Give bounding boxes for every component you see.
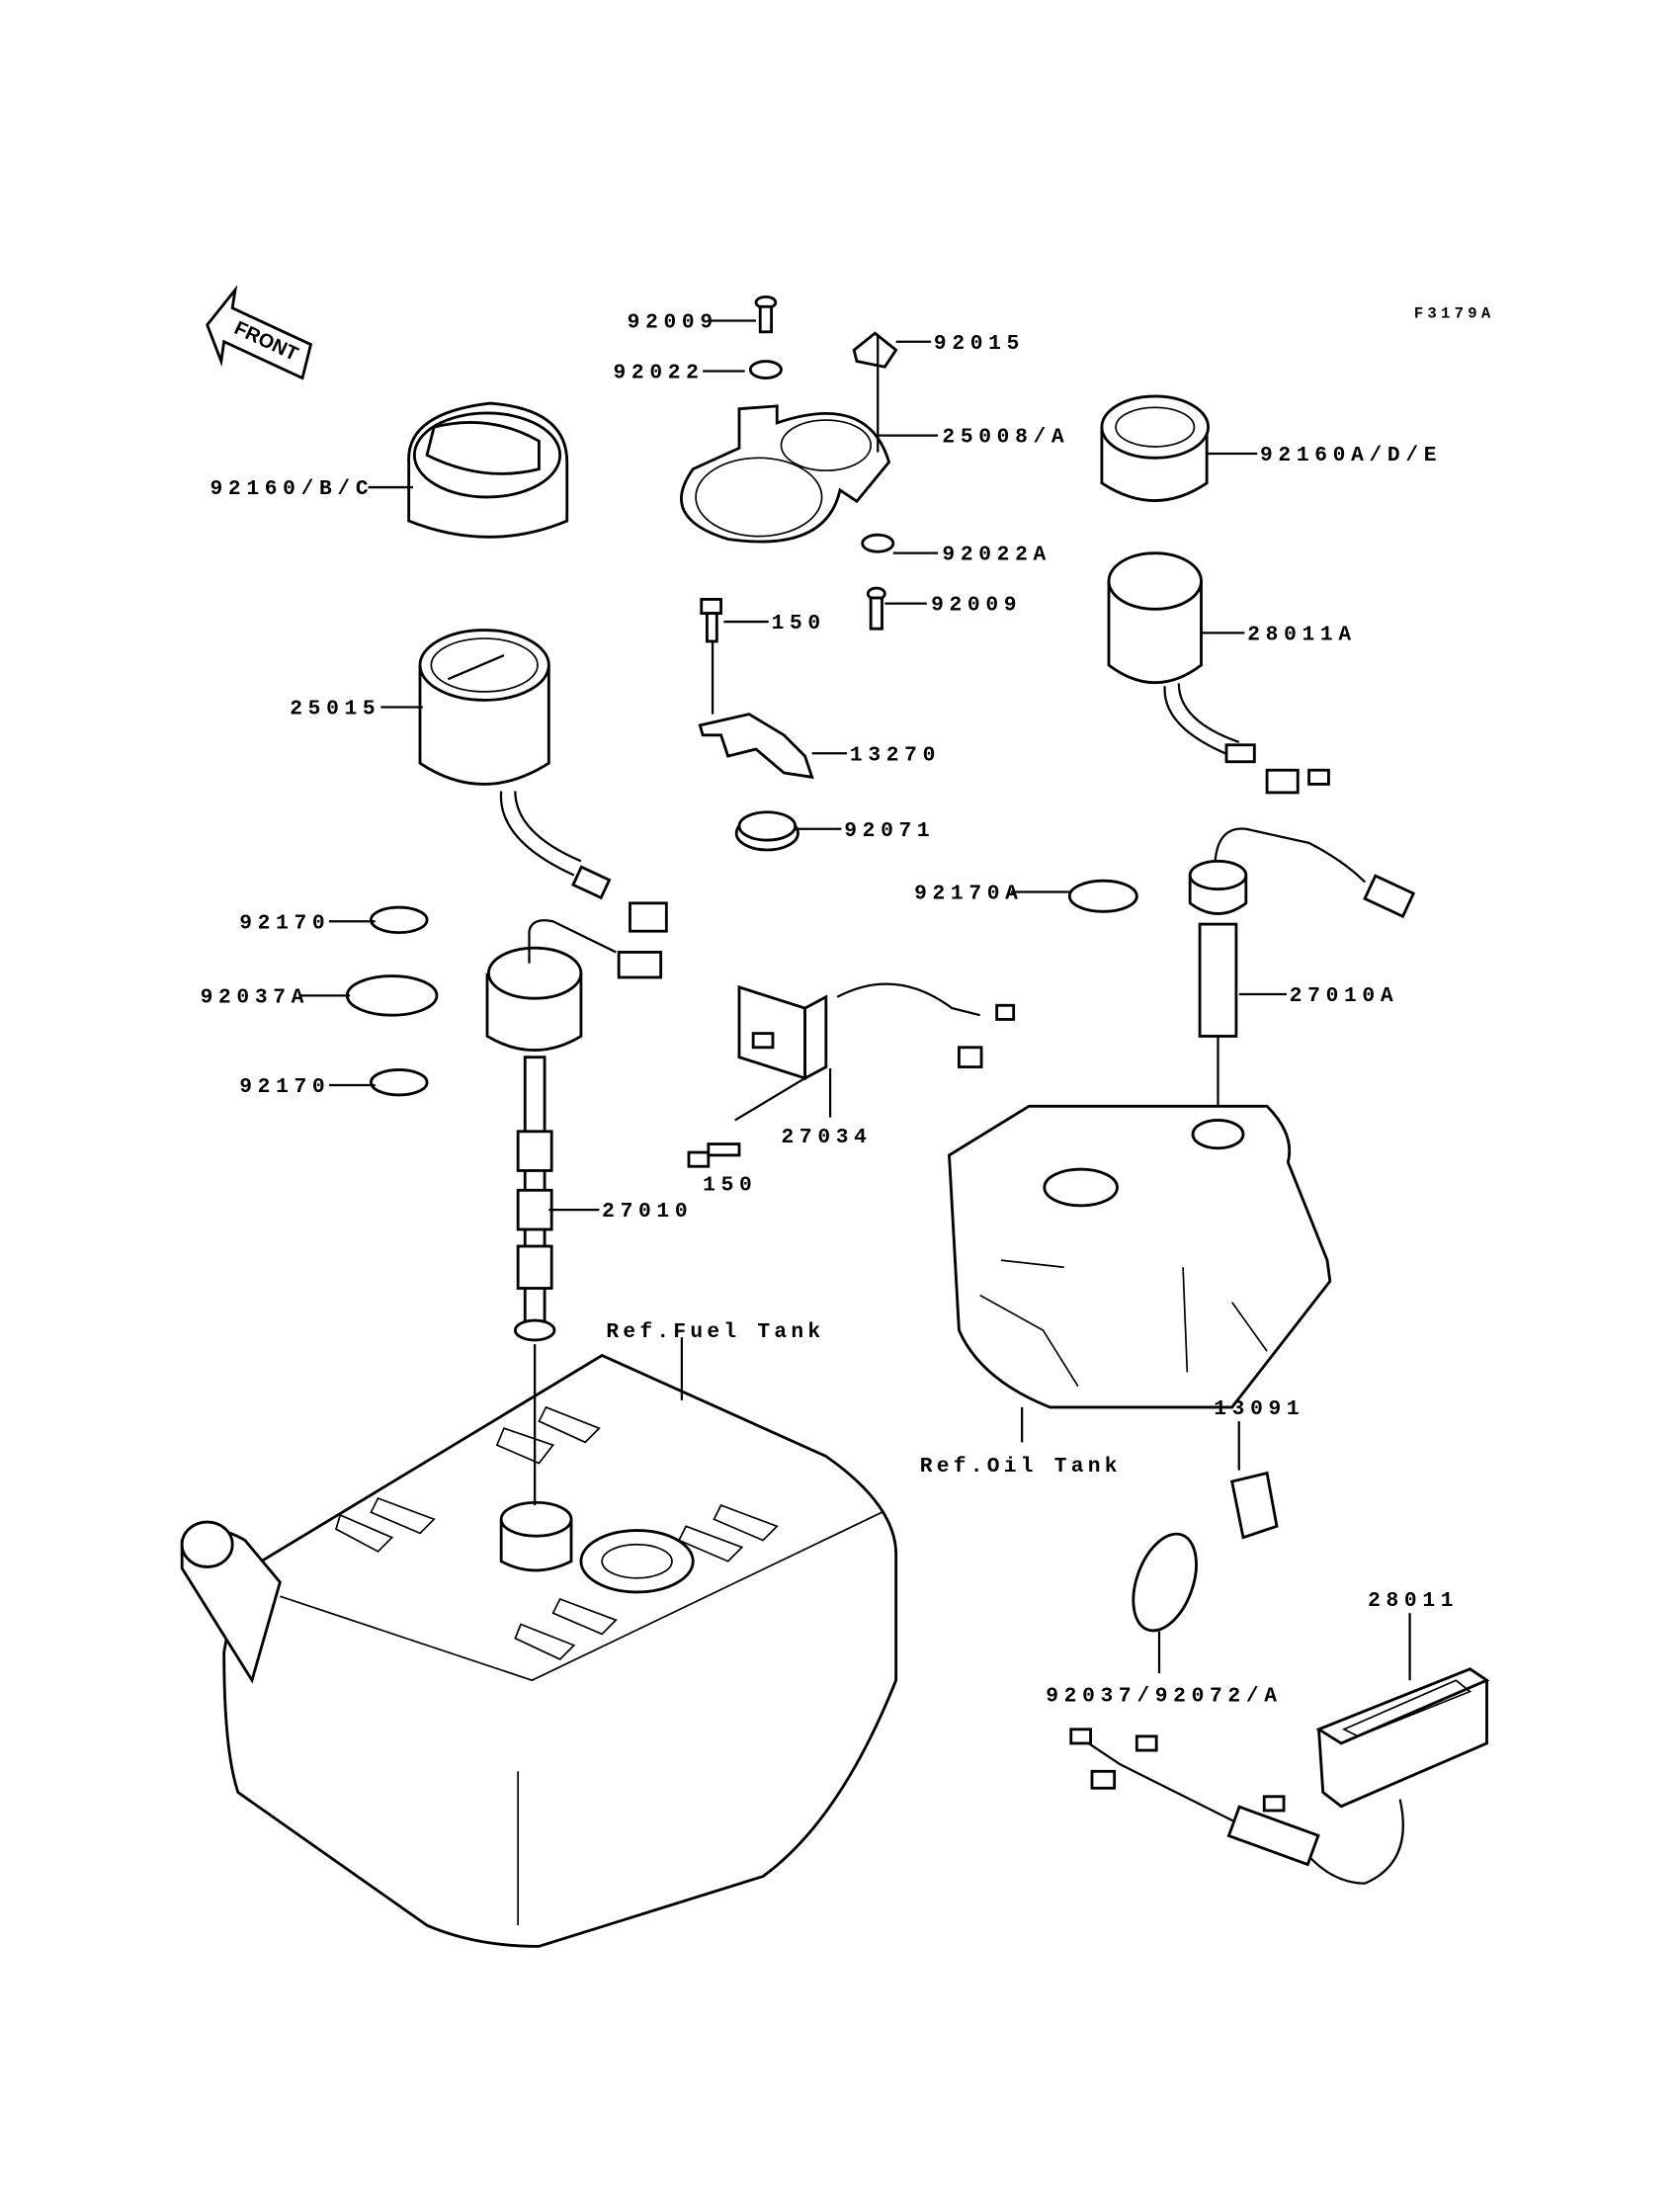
label-150-b: 150 — [703, 1173, 757, 1197]
band-92037-92072-a — [1132, 1532, 1198, 1633]
label-92170a: 92170A — [914, 883, 1024, 906]
label-13270: 13270 — [850, 743, 941, 767]
bolt-150 — [700, 597, 723, 643]
clamp-92170-b — [370, 1068, 429, 1097]
meter-28011 — [1069, 1667, 1490, 1885]
label-27034: 27034 — [782, 1126, 873, 1149]
label-92015: 92015 — [934, 332, 1025, 356]
relay-27034 — [737, 982, 1016, 1081]
screw-92009-b — [866, 586, 886, 631]
meter-cover-92160a-d-e — [1100, 394, 1210, 502]
washer-92022a — [861, 533, 895, 553]
label-ref-fuel-tank: Ref.Fuel Tank — [606, 1320, 824, 1344]
fuel-sender-27010 — [485, 919, 663, 1342]
screw-92009 — [754, 295, 778, 334]
label-92022a: 92022A — [942, 544, 1051, 567]
leader-lines — [300, 319, 1411, 1681]
part-13091 — [1230, 1471, 1279, 1540]
label-92160a-d-e: 92160A/D/E — [1260, 444, 1442, 467]
figure-code: F3179A — [1414, 305, 1495, 323]
label-92009-b: 92009 — [931, 594, 1022, 618]
washer-92022 — [748, 360, 783, 380]
label-13091: 13091 — [1214, 1397, 1304, 1421]
fuel-tank — [180, 1353, 898, 1948]
label-92170-b: 92170 — [239, 1075, 330, 1099]
label-27010: 27010 — [602, 1200, 693, 1224]
label-92037-92072-a: 92037/92072/A — [1046, 1684, 1282, 1708]
clamp-92170a — [1067, 879, 1138, 913]
label-25008-a: 25008/A — [942, 426, 1069, 450]
speedometer-25015 — [418, 629, 668, 933]
label-92160-b-c: 92160/B/C — [210, 477, 375, 501]
meter-cover-92160-b-c — [407, 401, 569, 539]
label-150: 150 — [772, 612, 826, 635]
oil-sender-27010a — [1188, 827, 1416, 1038]
label-92009: 92009 — [628, 311, 718, 335]
label-27010a: 27010A — [1290, 984, 1399, 1008]
label-25015: 25015 — [290, 698, 380, 721]
label-28011: 28011 — [1368, 1589, 1459, 1613]
grommet-92071 — [734, 810, 799, 852]
clamp-92170 — [370, 905, 429, 935]
label-28011a: 28011A — [1247, 623, 1357, 646]
clamp-92037a — [345, 974, 439, 1017]
label-92022: 92022 — [613, 362, 704, 385]
clip-92015 — [852, 331, 898, 369]
label-92037a: 92037A — [201, 985, 310, 1009]
bolt-150-b — [687, 1142, 741, 1168]
label-92071: 92071 — [844, 819, 935, 843]
label-92170: 92170 — [239, 911, 330, 935]
bracket-25008-a — [680, 404, 891, 544]
gauge-28011a — [1107, 551, 1330, 795]
oil-tank — [948, 1104, 1332, 1409]
label-ref-oil-tank: Ref.Oil Tank — [920, 1455, 1122, 1479]
bracket-13270 — [698, 713, 814, 780]
front-arrow-icon: FRONT — [206, 285, 313, 380]
